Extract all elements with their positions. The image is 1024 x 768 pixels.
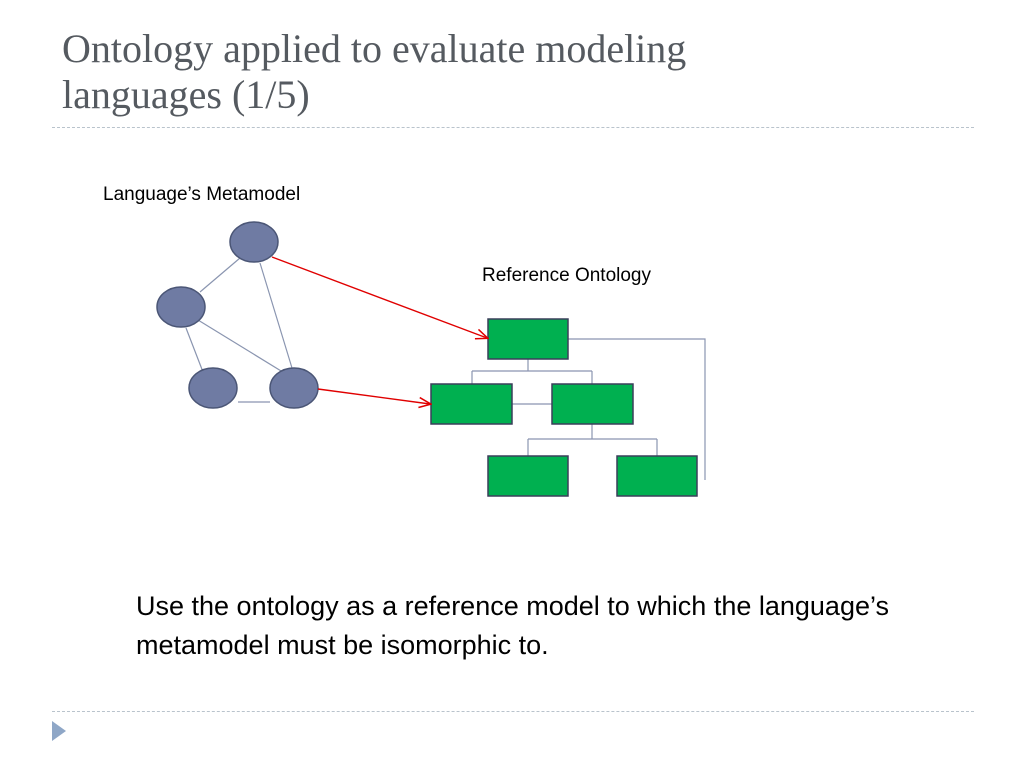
title-divider: [52, 127, 974, 128]
body-text: Use the ontology as a reference model to…: [136, 591, 889, 660]
ontology-class: [487, 455, 569, 497]
ontology-classes: [430, 318, 698, 497]
mapping-arrow: [317, 388, 430, 404]
metamodel-nodes: [156, 221, 319, 409]
ontology-connector: [568, 338, 706, 480]
ontology-label: Reference Ontology: [482, 265, 651, 286]
ontology-class: [430, 383, 513, 425]
metamodel-edge: [199, 257, 241, 293]
footer-divider: [52, 711, 974, 712]
metamodel-node: [156, 286, 206, 328]
metamodel-label: Language’s Metamodel: [103, 184, 301, 205]
ontology-class: [616, 455, 698, 497]
ontology-connectors: [471, 338, 706, 480]
ontology-class: [487, 318, 569, 360]
metamodel-edge: [259, 262, 293, 369]
triangle-bullet-icon: [52, 721, 66, 741]
slide-title-line2: languages (1/5): [62, 72, 310, 117]
metamodel-edge: [197, 319, 287, 375]
metamodel-edges: [185, 257, 293, 403]
metamodel-edge: [185, 327, 204, 373]
metamodel-node: [269, 367, 319, 409]
metamodel-node: [188, 367, 238, 409]
slide-title: Ontology applied to evaluate modeling la…: [62, 26, 962, 118]
metamodel-node: [229, 221, 279, 263]
ontology-class: [551, 383, 634, 425]
mapping-arrow: [271, 256, 487, 338]
slide-title-line1: Ontology applied to evaluate modeling: [62, 26, 687, 71]
mapping-arrows: [271, 256, 487, 404]
